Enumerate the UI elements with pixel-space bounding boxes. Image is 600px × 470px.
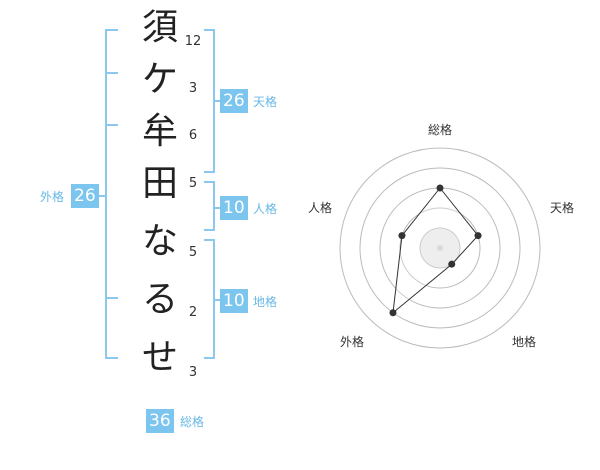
tenkaku-label: 天格 — [253, 95, 278, 109]
soukaku-value: 36 — [146, 409, 174, 433]
radar-label-tenkaku: 天格 — [550, 201, 575, 215]
stroke-count-4: 5 — [188, 176, 198, 191]
radar-ring — [399, 207, 481, 289]
name-char-4: 田 — [141, 163, 178, 204]
radar-point-jinkaku — [398, 232, 406, 240]
radar-ring — [339, 147, 541, 349]
gaikaku-label: 外格 — [40, 190, 65, 204]
jinkaku-bracket — [204, 181, 215, 231]
name-char-1: 須 — [141, 7, 178, 48]
jinkaku-value: 10 — [220, 196, 248, 220]
stroke-count-7: 3 — [188, 365, 198, 380]
stroke-count-1: 12 — [184, 34, 202, 49]
stroke-count-5: 5 — [188, 245, 198, 260]
radar-point-tenkaku — [474, 232, 482, 240]
radar-polygon — [392, 187, 479, 314]
chikaku-value: 10 — [220, 289, 248, 313]
gaikaku-bracket — [105, 29, 118, 359]
stroke-count-2: 3 — [188, 81, 198, 96]
radar-point-gaikaku — [389, 309, 397, 317]
radar-label-chikaku: 地格 — [512, 335, 537, 349]
gaikaku-value: 26 — [71, 184, 99, 208]
name-char-2: ケ — [141, 59, 178, 100]
name-char-5: な — [141, 221, 178, 262]
soukaku-label: 総格 — [180, 415, 205, 429]
radar-ring — [359, 167, 521, 329]
name-char-7: せ — [141, 337, 178, 378]
radar-point-chikaku — [448, 260, 456, 268]
radar-label-soukaku: 総格 — [428, 123, 453, 137]
stroke-count-3: 6 — [188, 128, 198, 143]
radar-label-jinkaku: 人格 — [308, 201, 333, 215]
chikaku-label: 地格 — [253, 295, 278, 309]
stroke-count-6: 2 — [188, 305, 198, 320]
radar-label-gaikaku: 外格 — [340, 335, 365, 349]
jinkaku-label: 人格 — [253, 202, 278, 216]
name-char-6: る — [141, 279, 178, 320]
radar-point-soukaku — [436, 184, 444, 192]
name-char-3: 牟 — [141, 111, 178, 152]
radar-center — [437, 245, 443, 251]
tenkaku-value: 26 — [220, 89, 248, 113]
